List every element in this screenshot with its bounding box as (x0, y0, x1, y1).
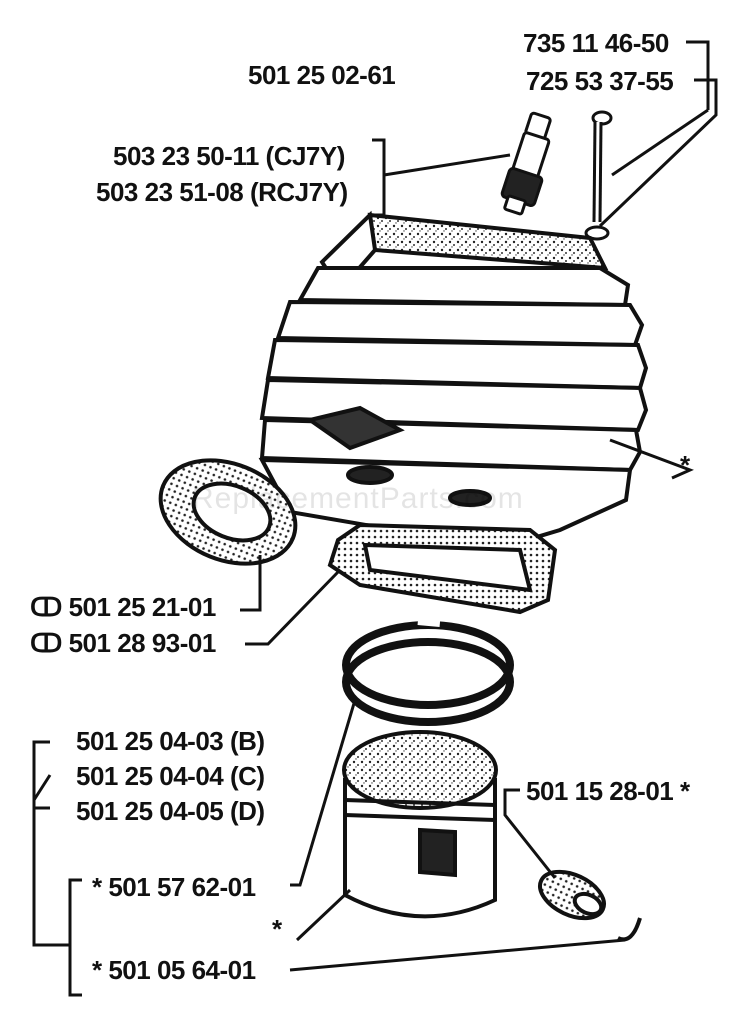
piston-rings (342, 615, 514, 726)
leader-lines (32, 40, 718, 997)
label-piston-star: * (272, 914, 282, 944)
watermark: ReplacementParts.com (192, 482, 524, 515)
base-gasket (327, 522, 558, 615)
spark-plug (500, 111, 552, 216)
cylinder-screw (584, 110, 613, 241)
needle-bearing (538, 869, 606, 921)
label-cylinder-star: * (680, 450, 690, 480)
label-ring: * 501 57 62-01 (92, 872, 256, 902)
label-screw-1: 735 11 46-50 (523, 28, 669, 58)
label-piston-b: 501 25 04-03 (B) (76, 726, 265, 756)
label-cylinder-ref: 501 25 02-61 (248, 60, 396, 90)
label-piston-d: 501 25 04-05 (D) (76, 796, 265, 826)
label-spark-plug-cj7y: 503 23 50-11 (CJ7Y) (113, 141, 345, 171)
cylinder (258, 210, 649, 551)
label-bearing: 501 15 28-01 * (526, 776, 690, 806)
label-gasket-1: ↀ 501 25 21-01 (30, 592, 216, 622)
circlip (617, 917, 642, 942)
piston (342, 730, 498, 919)
label-gasket-2: ↀ 501 28 93-01 (30, 628, 216, 658)
label-spark-plug-rcj7y: 503 23 51-08 (RCJ7Y) (96, 177, 348, 207)
label-piston-c: 501 25 04-04 (C) (76, 761, 265, 791)
label-circlip: * 501 05 64-01 (92, 955, 256, 985)
gasket-ring (158, 458, 298, 566)
label-screw-2: 725 53 37-55 (526, 66, 674, 96)
